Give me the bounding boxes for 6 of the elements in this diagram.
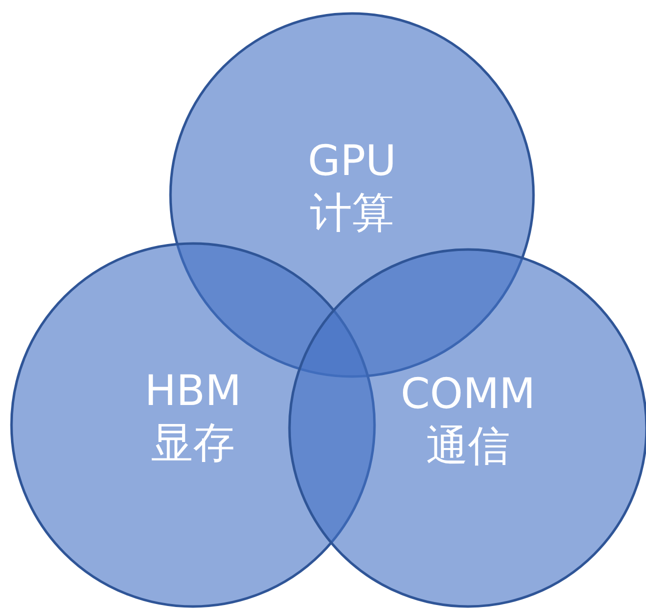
circle-label: GPU — [308, 135, 396, 187]
circle-label: 通信 — [426, 420, 510, 472]
circle-label: HBM — [144, 365, 242, 417]
circle-label: COMM — [400, 368, 536, 420]
circle-label: 计算 — [310, 187, 394, 239]
circle-label: 显存 — [151, 417, 235, 469]
